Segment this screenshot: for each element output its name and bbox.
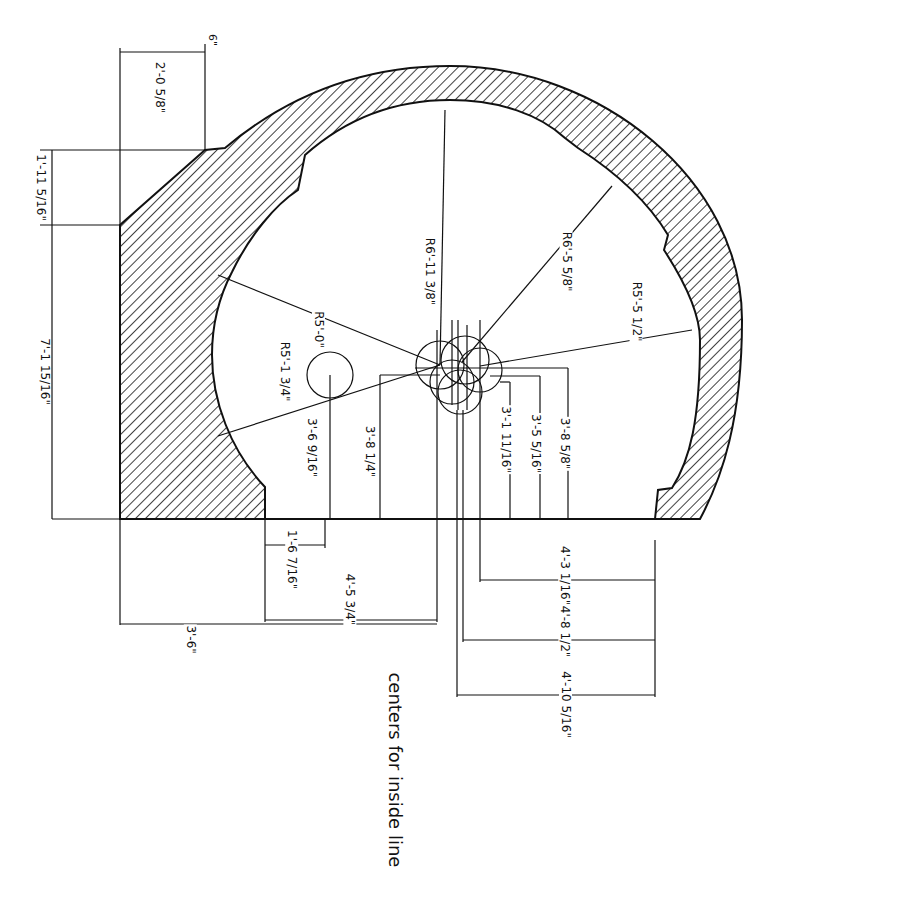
dimension-label: 7'-1 15/16" <box>37 338 50 407</box>
dimension-label: 4'-5 3/4" <box>343 573 356 627</box>
dimension-label: R5'-0" <box>311 311 324 350</box>
dimension-label: 1'-6 7/16" <box>285 529 298 590</box>
dimension-label: 3'-1 11/16" <box>498 406 511 475</box>
dimension-label: 3'-6" <box>183 625 196 655</box>
dimension-label: R6'-5 5/8" <box>559 231 572 293</box>
dimension-label: 3'-5 5/16" <box>529 413 542 474</box>
note-text: centers for inside line <box>385 672 405 869</box>
dimension-lines <box>40 44 700 697</box>
dimension-label: 2'-0 5/8" <box>153 61 166 115</box>
dimension-label: 4'-3 1/16" <box>558 545 571 606</box>
dimension-label: R5'-5 1/2" <box>629 281 642 343</box>
dimension-label: 1'-11 5/16" <box>33 154 46 223</box>
dimension-label: 3'-6 9/16" <box>305 417 318 478</box>
dimension-label: R6'-11 3/8" <box>423 237 436 307</box>
dimension-label: 3'-8 1/4" <box>363 425 376 479</box>
wall-section <box>120 66 742 519</box>
dimension-label: 3'-8 5/8" <box>558 417 571 471</box>
dimension-label: 6" <box>206 33 218 47</box>
dimension-label: R5'-1 3/4" <box>277 341 290 403</box>
dimension-label: 4'-10 5/16" <box>558 671 571 740</box>
dimension-label: 4'-8 1/2" <box>558 605 571 659</box>
